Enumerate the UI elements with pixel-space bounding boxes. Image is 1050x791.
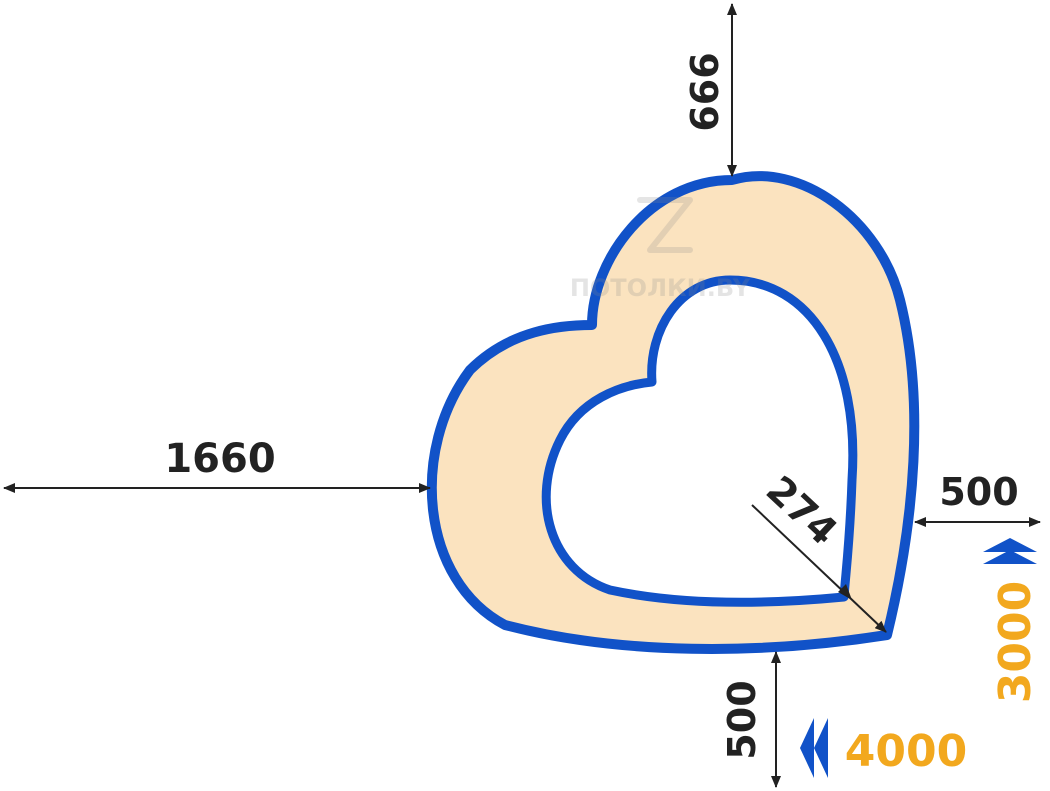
up-chevron-icon [983,538,1037,564]
dim-label-top: 666 [683,52,727,131]
watermark-logo: ПОТОЛКИ.BY [570,197,751,302]
radius-inner-arrowhead [838,584,852,600]
dim-label-left: 1660 [164,436,275,482]
dim-label-right: 500 [939,470,1018,514]
dim-label-bottom: 500 [720,680,764,759]
left-chevron-icon [800,718,828,778]
watermark-text: ПОТОЛКИ.BY [570,274,751,302]
room-width-label: 4000 [845,726,967,777]
room-length-label: 3000 [990,581,1041,703]
dim-line-radius [751,504,887,633]
inner-heart-outline [541,275,858,607]
